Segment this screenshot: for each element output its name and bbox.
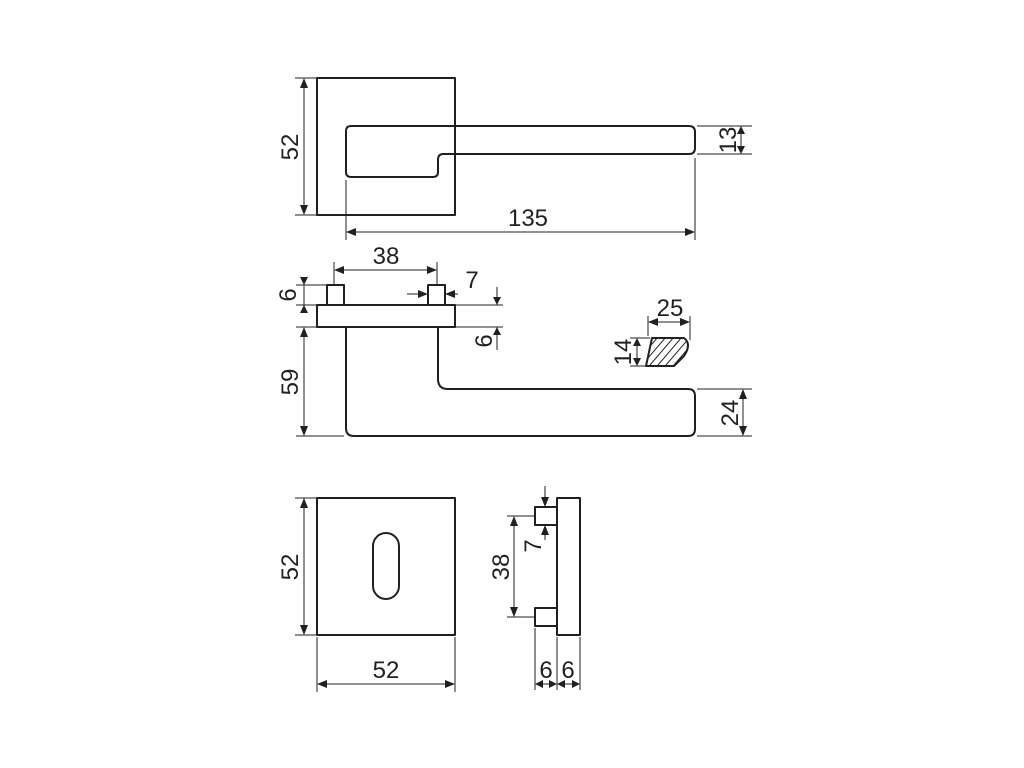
dim-rose-thickness-label: 6 <box>471 334 498 347</box>
cross-section-outline <box>645 337 689 367</box>
dim-spindle-spacing-label: 38 <box>373 243 400 270</box>
dim-spindle-height: 6 <box>275 277 327 313</box>
top-view: 52 13 135 <box>277 77 752 240</box>
dim-rose-height: 52 <box>277 77 317 216</box>
spindle-right <box>427 284 446 306</box>
dim-lever-thickness: 13 <box>697 125 752 155</box>
dim-spindle-height-label: 6 <box>275 288 302 301</box>
dim-pin-width-label: 7 <box>520 539 547 552</box>
dim-section-width: 25 <box>647 295 691 340</box>
keyhole-slot <box>372 532 400 600</box>
lever-outline-side <box>345 327 696 437</box>
side-view: 38 7 6 6 <box>275 243 752 437</box>
dim-section-height-label: 14 <box>610 339 637 366</box>
lever-cross-section: 25 14 <box>610 295 691 367</box>
dim-rose-thickness: 6 <box>455 287 503 350</box>
dim-pin-length-label: 6 <box>539 657 552 684</box>
pin-bottom <box>534 607 558 627</box>
dim-spindle-width: 7 <box>407 267 479 298</box>
dim-lever-thickness-label: 13 <box>715 127 742 154</box>
spindle-left <box>326 284 345 306</box>
dim-lever-grip-height-label: 24 <box>717 400 744 427</box>
dim-lever-projection-label: 59 <box>277 369 304 396</box>
dim-escutcheon-height-label: 52 <box>277 554 304 581</box>
dim-escutcheon-height: 52 <box>277 497 317 636</box>
rose-plate-side <box>316 304 456 328</box>
dim-plate-thickness-label: 6 <box>561 657 574 684</box>
pin-top <box>534 506 558 526</box>
escutcheon-plate-outline <box>316 497 456 636</box>
dim-lever-length: 135 <box>345 158 696 240</box>
dim-pin-and-plate: 6 6 <box>534 628 581 690</box>
dim-spindle-width-label: 7 <box>465 267 478 294</box>
rose-plate-outline <box>316 77 456 216</box>
dim-lever-grip-height: 24 <box>697 388 752 437</box>
dim-spindle-spacing: 38 <box>333 243 438 284</box>
dim-section-width-label: 25 <box>657 295 684 322</box>
dim-rose-height-label: 52 <box>277 134 304 161</box>
dim-lever-length-label: 135 <box>508 205 548 232</box>
dim-escutcheon-width: 52 <box>316 637 456 692</box>
escutcheon-front-view: 52 52 <box>277 497 456 692</box>
lever-outline-top <box>345 125 696 178</box>
escutcheon-plate-side <box>556 497 581 636</box>
dim-section-height: 14 <box>610 337 650 367</box>
dim-lever-projection: 59 <box>277 326 344 437</box>
escutcheon-side-view: 38 7 6 6 <box>488 486 581 690</box>
dim-pin-spacing-label: 38 <box>488 554 515 581</box>
dim-pin-spacing: 38 <box>488 515 535 618</box>
dim-escutcheon-width-label: 52 <box>373 657 400 684</box>
dim-pin-width: 7 <box>520 486 549 553</box>
